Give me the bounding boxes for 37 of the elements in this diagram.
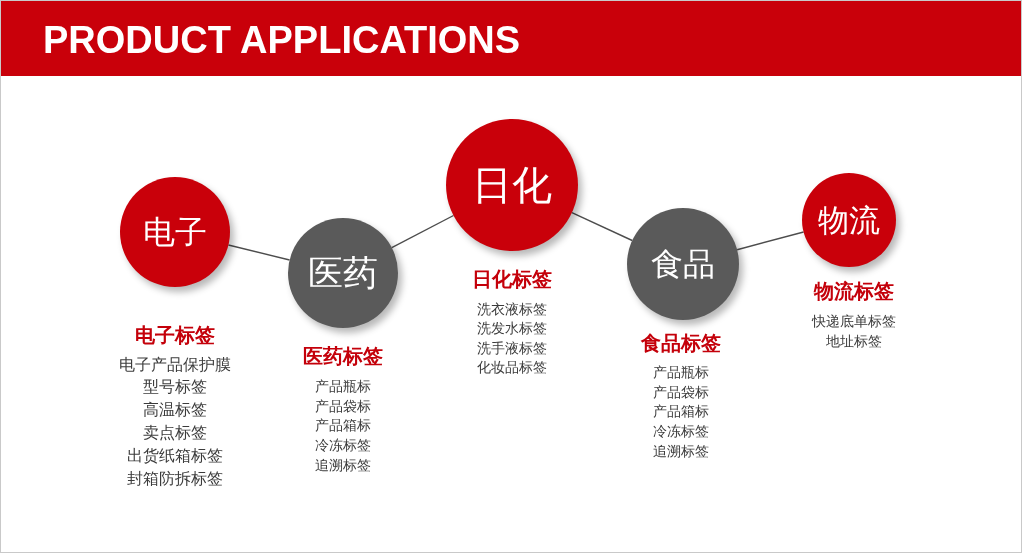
list-item: 冷冻标签 bbox=[653, 424, 709, 440]
list-item: 封箱防拆标签 bbox=[127, 471, 223, 489]
list-item: 快递底单标签 bbox=[812, 314, 896, 330]
connector-line bbox=[227, 244, 291, 261]
list-item: 化妆品标签 bbox=[477, 360, 547, 376]
connector-line bbox=[391, 214, 455, 249]
category-heading: 医药标签 bbox=[303, 344, 383, 368]
category-heading: 电子标签 bbox=[135, 323, 215, 347]
list-item: 冷冻标签 bbox=[315, 438, 371, 454]
list-item: 洗衣液标签 bbox=[477, 302, 547, 318]
list-item: 追溯标签 bbox=[653, 444, 709, 460]
page-title: PRODUCT APPLICATIONS bbox=[43, 21, 521, 59]
connector-line bbox=[571, 212, 633, 242]
list-item: 出货纸箱标签 bbox=[127, 448, 223, 466]
category-circle: 医药 bbox=[288, 218, 398, 328]
connector-line bbox=[736, 231, 805, 251]
category-circle: 日化 bbox=[446, 119, 578, 251]
list-item: 追溯标签 bbox=[315, 458, 371, 474]
list-item: 产品瓶标 bbox=[315, 379, 371, 395]
list-item: 洗手液标签 bbox=[477, 341, 547, 357]
list-item: 洗发水标签 bbox=[477, 321, 547, 337]
category-circle: 食品 bbox=[627, 208, 739, 320]
list-item: 型号标签 bbox=[143, 379, 207, 397]
list-item: 产品袋标 bbox=[315, 399, 371, 415]
category-circle: 物流 bbox=[802, 173, 896, 267]
category-circle: 电子 bbox=[120, 177, 230, 287]
category-heading: 日化标签 bbox=[472, 267, 552, 291]
list-item: 电子产品保护膜 bbox=[119, 357, 231, 375]
category-heading: 食品标签 bbox=[641, 331, 721, 355]
list-item: 产品箱标 bbox=[653, 404, 709, 420]
list-item: 产品袋标 bbox=[653, 385, 709, 401]
list-item: 地址标签 bbox=[826, 334, 882, 350]
list-item: 卖点标签 bbox=[143, 425, 207, 443]
list-item: 产品箱标 bbox=[315, 418, 371, 434]
category-heading: 物流标签 bbox=[814, 279, 894, 303]
list-item: 产品瓶标 bbox=[653, 365, 709, 381]
list-item: 高温标签 bbox=[143, 402, 207, 420]
